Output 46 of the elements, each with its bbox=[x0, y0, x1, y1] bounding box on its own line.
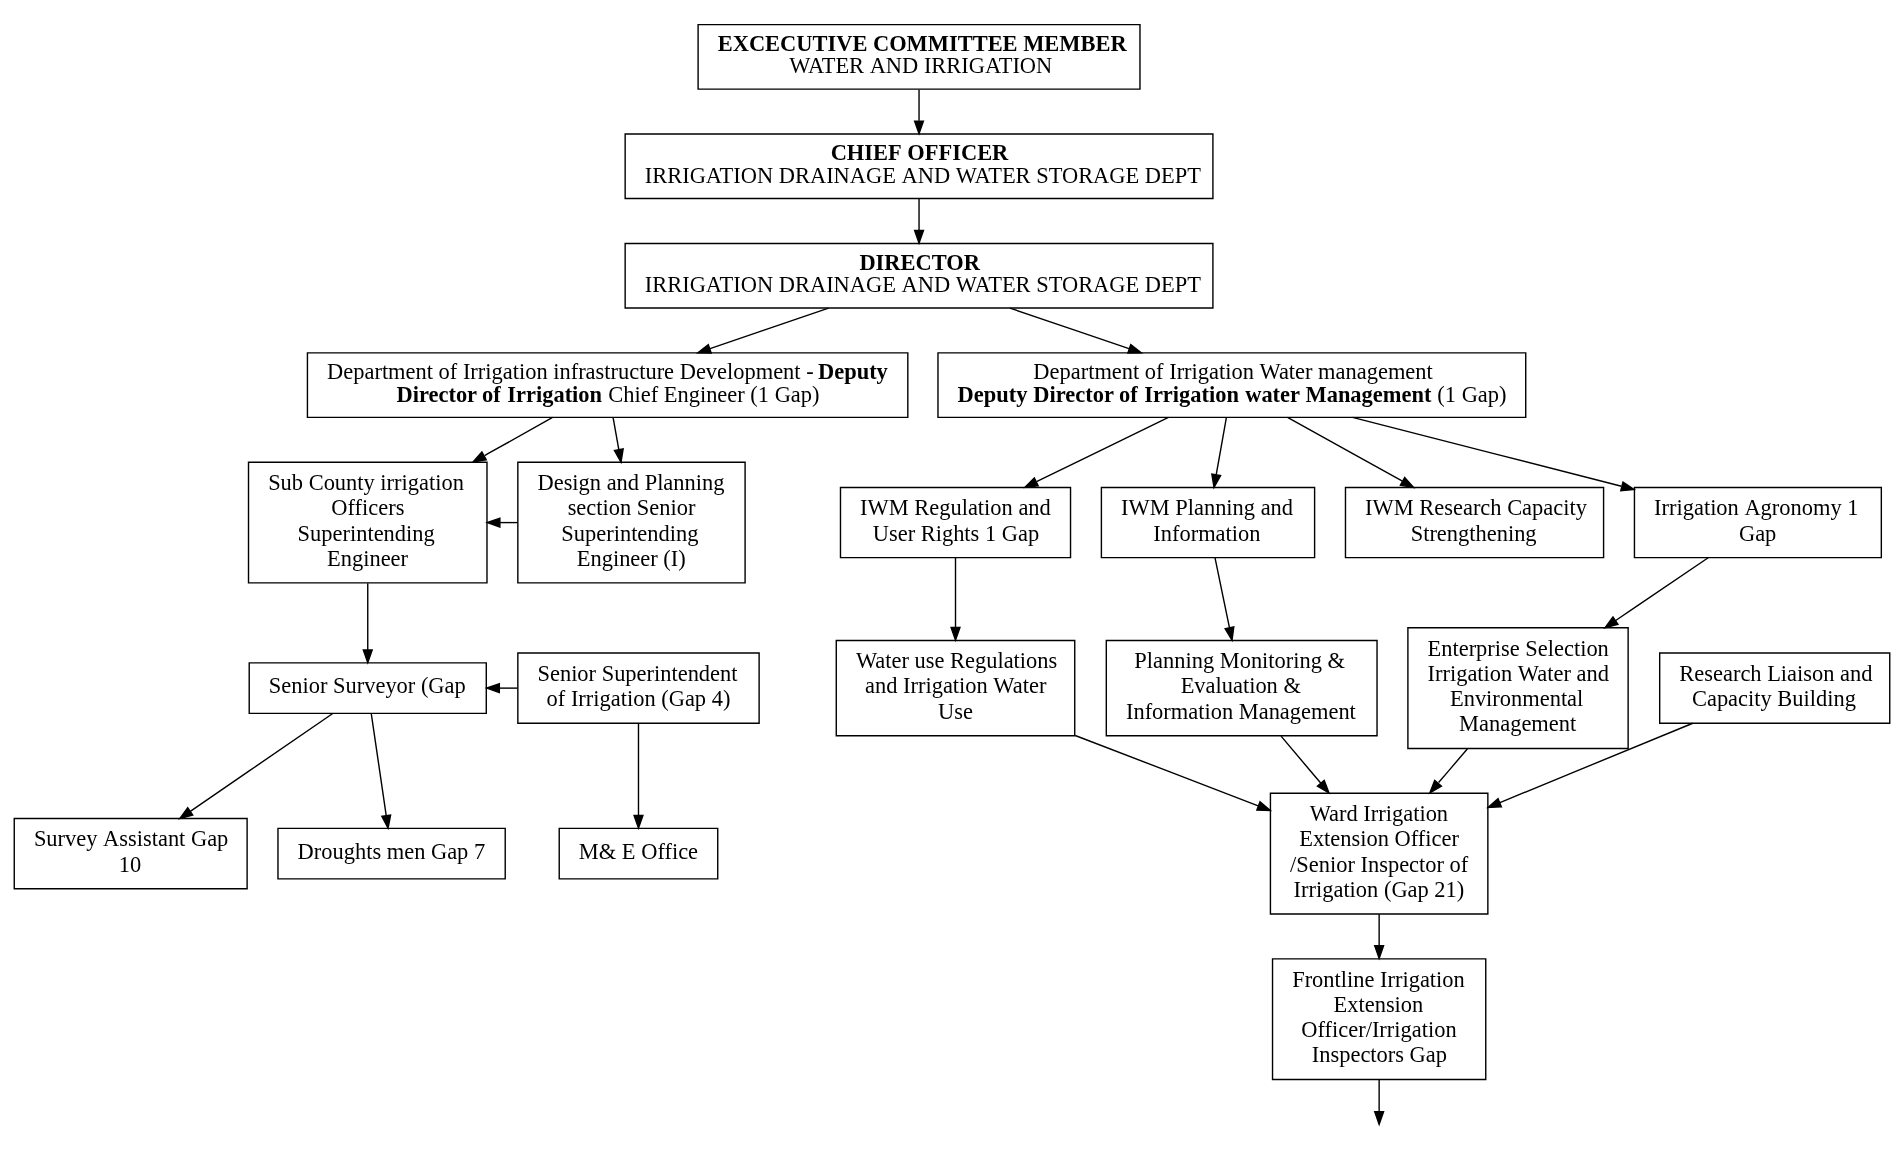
node-box: Enterprise Selection Irrigation Water and Environmental Management bbox=[1407, 627, 1629, 750]
arrow bbox=[1214, 557, 1235, 643]
arrow bbox=[1280, 735, 1331, 795]
arrow bbox=[913, 89, 925, 136]
node-box: IWM Research Capacity Strengthening bbox=[1344, 486, 1605, 559]
node-box: Department of Irrigation infrastructure Development - Deputy Director of Irrigation Chief Engineer (1 Gap) bbox=[306, 352, 909, 419]
node-box: Department of Irrigation Water management Deputy Director of Irrigation water Management (1 Gap) bbox=[937, 352, 1527, 419]
arrow bbox=[1074, 734, 1273, 812]
node-box: M& E Office bbox=[558, 827, 719, 880]
node-box: DIRECTOR IRRIGATION DRAINAGE AND WATER STORAGE DEPT bbox=[624, 242, 1214, 309]
arrow bbox=[1428, 748, 1469, 795]
node-box: Irrigation Agronomy 1 Gap bbox=[1633, 486, 1883, 559]
node-box: Water use Regulations and Irrigation Water Use bbox=[835, 639, 1076, 737]
arrow bbox=[950, 557, 961, 643]
node-box: IWM Planning and Information bbox=[1100, 486, 1316, 559]
arrow bbox=[612, 417, 624, 465]
node-box: Frontline Irrigation Extension Officer/Irrigation Inspectors Gap bbox=[1271, 958, 1487, 1081]
arrow bbox=[695, 307, 830, 354]
arrow bbox=[913, 198, 925, 246]
arrow bbox=[178, 712, 334, 820]
arrow bbox=[1286, 416, 1416, 489]
arrow bbox=[1351, 416, 1637, 492]
node-box: Survey Assistant Gap 10 bbox=[13, 817, 248, 890]
node-box: Droughts men Gap 7 bbox=[277, 827, 506, 880]
arrow bbox=[1211, 417, 1227, 490]
arrow bbox=[1603, 557, 1709, 629]
arrow bbox=[633, 722, 644, 831]
arrow bbox=[1373, 1079, 1385, 1127]
arrow bbox=[370, 712, 392, 831]
node-box: EXCECUTIVE COMMITTEE MEMBER WATER AND IRRIGATION bbox=[697, 23, 1141, 90]
node-box: CHIEF OFFICER IRRIGATION DRAINAGE AND WATER STORAGE DEPT bbox=[624, 133, 1214, 200]
arrow bbox=[1009, 307, 1144, 354]
node-box: IWM Regulation and User Rights 1 Gap bbox=[839, 486, 1072, 559]
arrow bbox=[484, 682, 519, 694]
node-box: Senior Superintendent of Irrigation (Gap 4) bbox=[517, 652, 760, 724]
node-box: Senior Surveyor (Gap bbox=[248, 662, 487, 715]
node-box: Research Liaison and Capacity Building bbox=[1659, 652, 1891, 724]
arrow bbox=[471, 416, 554, 464]
arrow bbox=[1373, 913, 1385, 961]
arrow bbox=[1486, 722, 1694, 809]
node-box: Design and Planning section Senior Superintending Engineer (I) bbox=[517, 461, 746, 584]
arrow bbox=[362, 582, 374, 665]
node-box: Ward Irrigation Extension Officer /Senior Inspector of Irrigation (Gap 21) bbox=[1269, 792, 1489, 915]
arrow bbox=[1023, 416, 1170, 489]
node-box: Sub County irrigation Officers Superintending Engineer bbox=[247, 461, 488, 584]
node-box: Planning Monitoring & Evaluation & Information Management bbox=[1105, 639, 1378, 737]
